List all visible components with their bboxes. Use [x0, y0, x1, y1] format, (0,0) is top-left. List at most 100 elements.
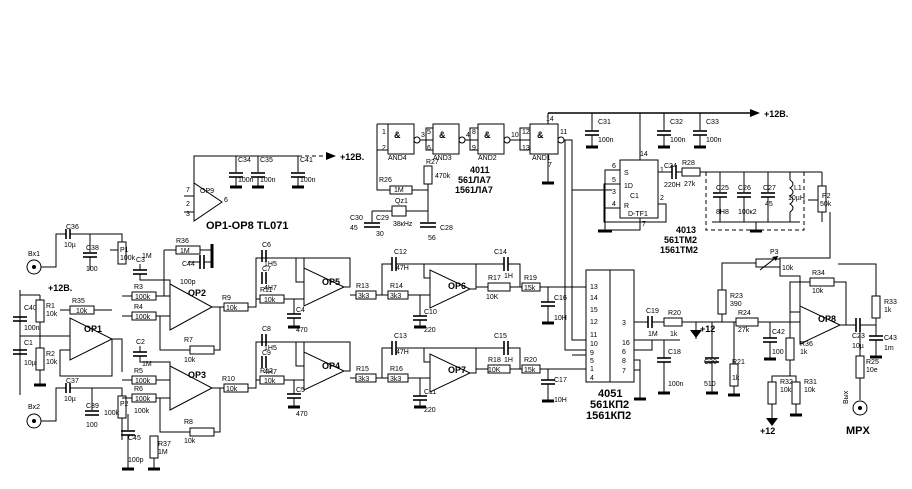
- svg-text:C16: C16: [554, 295, 567, 302]
- svg-text:100n: 100n: [300, 177, 316, 184]
- svg-text:220: 220: [424, 327, 436, 334]
- svg-text:C25: C25: [716, 185, 729, 192]
- svg-text:C29: C29: [376, 215, 389, 222]
- svg-text:1H5: 1H5: [264, 261, 277, 268]
- svg-text:P3: P3: [770, 249, 779, 256]
- svg-text:100: 100: [772, 349, 784, 356]
- svg-text:10k: 10k: [264, 378, 276, 385]
- power-rail-top: +12В.: [548, 109, 788, 119]
- svg-text:6: 6: [612, 163, 616, 170]
- svg-text:14: 14: [590, 295, 598, 302]
- svg-text:100k: 100k: [120, 255, 136, 262]
- svg-text:10K: 10K: [486, 294, 499, 301]
- svg-text:R2: R2: [46, 351, 55, 358]
- svg-text:C14: C14: [494, 249, 507, 256]
- svg-text:2: 2: [382, 145, 386, 152]
- svg-text:R13: R13: [356, 283, 369, 290]
- ic4051: 13 14 15 12 11 10 9 5 1 4 3 16 6 8 7 405…: [564, 140, 680, 422]
- svg-text:13: 13: [522, 145, 530, 152]
- svg-text:6: 6: [224, 197, 228, 204]
- svg-text:50k: 50k: [820, 201, 832, 208]
- svg-text:C45: C45: [128, 435, 141, 442]
- svg-text:1M: 1M: [142, 361, 152, 368]
- svg-text:OP5: OP5: [322, 277, 340, 287]
- svg-text:D-TF1: D-TF1: [628, 211, 648, 218]
- svg-text:+12В.: +12В.: [340, 152, 364, 162]
- svg-text:+12В.: +12В.: [48, 283, 72, 293]
- svg-text:13: 13: [590, 284, 598, 291]
- svg-text:C39: C39: [86, 403, 99, 410]
- svg-text:3: 3: [421, 132, 425, 139]
- svg-text:AND2: AND2: [478, 155, 497, 162]
- svg-text:Вх1: Вх1: [28, 251, 40, 258]
- svg-text:R8: R8: [184, 419, 193, 426]
- svg-text:R36: R36: [800, 341, 813, 348]
- svg-text:R19: R19: [524, 275, 537, 282]
- svg-text:27k: 27k: [684, 181, 696, 188]
- svg-text:4: 4: [612, 201, 616, 208]
- svg-text:C26: C26: [738, 185, 751, 192]
- svg-text:100k: 100k: [135, 294, 151, 301]
- svg-text:9: 9: [590, 350, 594, 357]
- svg-text:100k: 100k: [104, 410, 120, 417]
- svg-text:8: 8: [472, 129, 476, 136]
- svg-text:10k: 10k: [804, 387, 816, 394]
- svg-text:15: 15: [590, 307, 598, 314]
- svg-text:R24: R24: [738, 310, 751, 317]
- gate-and4: & AND4 1 2 3: [382, 123, 425, 162]
- svg-text:7: 7: [642, 221, 646, 228]
- svg-text:1: 1: [590, 366, 594, 373]
- svg-text:C37: C37: [66, 378, 79, 385]
- svg-text:C9: C9: [262, 350, 271, 357]
- svg-text:15k: 15k: [524, 367, 536, 374]
- svg-text:C43: C43: [884, 335, 897, 342]
- svg-text:10µ: 10µ: [64, 242, 76, 249]
- svg-text:3: 3: [612, 189, 616, 196]
- gate-and1: & AND1 12 13 11 14 7: [522, 116, 567, 169]
- svg-text:8: 8: [622, 358, 626, 365]
- svg-text:220H: 220H: [664, 182, 681, 189]
- svg-text:AND1: AND1: [532, 155, 551, 162]
- gate-and3: & AND3 5 6 4: [427, 123, 470, 162]
- svg-text:C10: C10: [424, 309, 437, 316]
- svg-text:30: 30: [376, 231, 384, 238]
- svg-text:4: 4: [466, 132, 470, 139]
- svg-text:10k: 10k: [226, 386, 238, 393]
- svg-text:3k3: 3k3: [358, 293, 369, 300]
- svg-text:C30: C30: [350, 215, 363, 222]
- svg-text:100k: 100k: [135, 396, 151, 403]
- svg-text:C33: C33: [706, 119, 719, 126]
- svg-text:C32: C32: [670, 119, 683, 126]
- svg-text:+12: +12: [700, 324, 715, 334]
- svg-text:Вых: Вых: [843, 390, 850, 404]
- svg-text:1k: 1k: [884, 307, 892, 314]
- opamp-op2: R3 100k R4 100k OP2 C3 1M R36 1M C44 100…: [122, 238, 249, 364]
- svg-text:R15: R15: [356, 366, 369, 373]
- svg-text:10k: 10k: [782, 265, 794, 272]
- svg-text:R28: R28: [682, 160, 695, 167]
- opamp-op1: +12В. R1 10k R2 10k C40 100n C1 10µ OP1 …: [13, 283, 123, 395]
- svg-text:100к2: 100к2: [738, 209, 757, 216]
- svg-text:AND3: AND3: [433, 155, 452, 162]
- svg-text:C2: C2: [136, 339, 145, 346]
- svg-text:C24: C24: [664, 163, 677, 170]
- svg-text:R35: R35: [72, 298, 85, 305]
- svg-text:C28: C28: [440, 225, 453, 232]
- svg-text:Qz1: Qz1: [395, 198, 408, 205]
- opamp-note: OP1-OP8 TL071: [206, 220, 289, 232]
- pilot-filter: C24 220H R28 27k C25 8H8 C26 100к2 C27 4…: [664, 160, 832, 262]
- svg-text:1H: 1H: [504, 273, 513, 280]
- ic4013: S 1D C1 R D-TF1 6 5 3 4 1 2 14 7 4013 56…: [598, 113, 698, 255]
- svg-text:47H: 47H: [396, 349, 409, 356]
- gate-and2: & AND2 8 9 10: [472, 123, 519, 162]
- svg-text:OP7: OP7: [448, 365, 466, 375]
- svg-text:14: 14: [546, 116, 554, 123]
- svg-text:OP4: OP4: [322, 361, 340, 371]
- input-2: Вх2 C37 10µ C39 100 P2 100k C45 100p R37…: [26, 378, 171, 471]
- svg-text:10H: 10H: [554, 397, 567, 404]
- svg-text:&: &: [537, 130, 544, 140]
- svg-text:1: 1: [382, 129, 386, 136]
- svg-text:100n: 100n: [238, 177, 254, 184]
- svg-text:7: 7: [548, 162, 552, 169]
